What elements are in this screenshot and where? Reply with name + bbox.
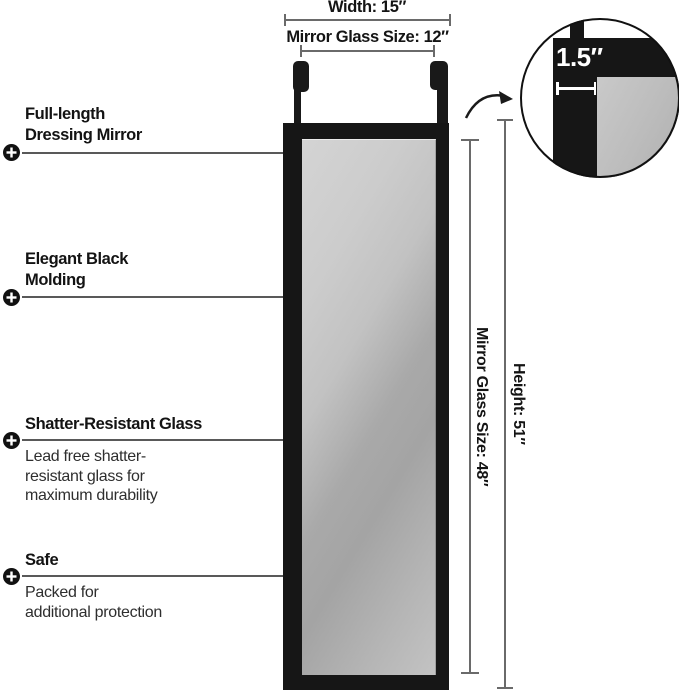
- frame-thickness-callout: 1.5″: [520, 18, 679, 178]
- plus-icon: [3, 568, 20, 585]
- annotation-safe-packaging: Safe Packed for additional protection: [3, 550, 295, 621]
- height-dimension-label: Height: 51″: [510, 363, 527, 445]
- callout-circle-border: [520, 18, 679, 178]
- glass-width-dimension-line: [300, 45, 435, 57]
- annotation-heading: Safe: [25, 551, 59, 569]
- annotation-heading: Elegant Black Molding: [25, 250, 129, 289]
- glass-width-dimension-label: Mirror Glass Size: 12″: [286, 28, 449, 46]
- height-dimension-line: [497, 119, 513, 689]
- annotation-black-molding: Elegant Black Molding: [3, 249, 295, 306]
- mirror-frame: [283, 123, 449, 690]
- annotation-full-length-mirror: Full-length Dressing Mirror: [3, 104, 295, 161]
- width-dimension-line: [284, 14, 451, 26]
- annotation-heading: Shatter-Resistant Glass: [25, 415, 202, 433]
- annotation-leader-lines: [22, 152, 285, 577]
- annotation-shatter-resistant-glass: Shatter-Resistant Glass Lead free shatte…: [3, 414, 295, 504]
- plus-icon: [3, 432, 20, 449]
- plus-icon: [3, 144, 20, 161]
- mirror-glass: [302, 139, 436, 675]
- left-over-door-hook: [293, 61, 309, 126]
- annotation-heading: Full-length Dressing Mirror: [25, 105, 142, 144]
- right-over-door-hook: [430, 61, 448, 126]
- glass-height-dimension-label: Mirror Glass Size: 48″: [473, 326, 490, 487]
- annotation-subtext: Packed for additional protection: [25, 584, 162, 621]
- callout-arrow-icon: [464, 91, 513, 119]
- width-dimension-label: Width: 15″: [327, 0, 406, 16]
- annotation-subtext: Lead free shatter- resistant glass for m…: [25, 448, 158, 504]
- glass-height-dimension-line: [461, 139, 479, 674]
- plus-icon: [3, 289, 20, 306]
